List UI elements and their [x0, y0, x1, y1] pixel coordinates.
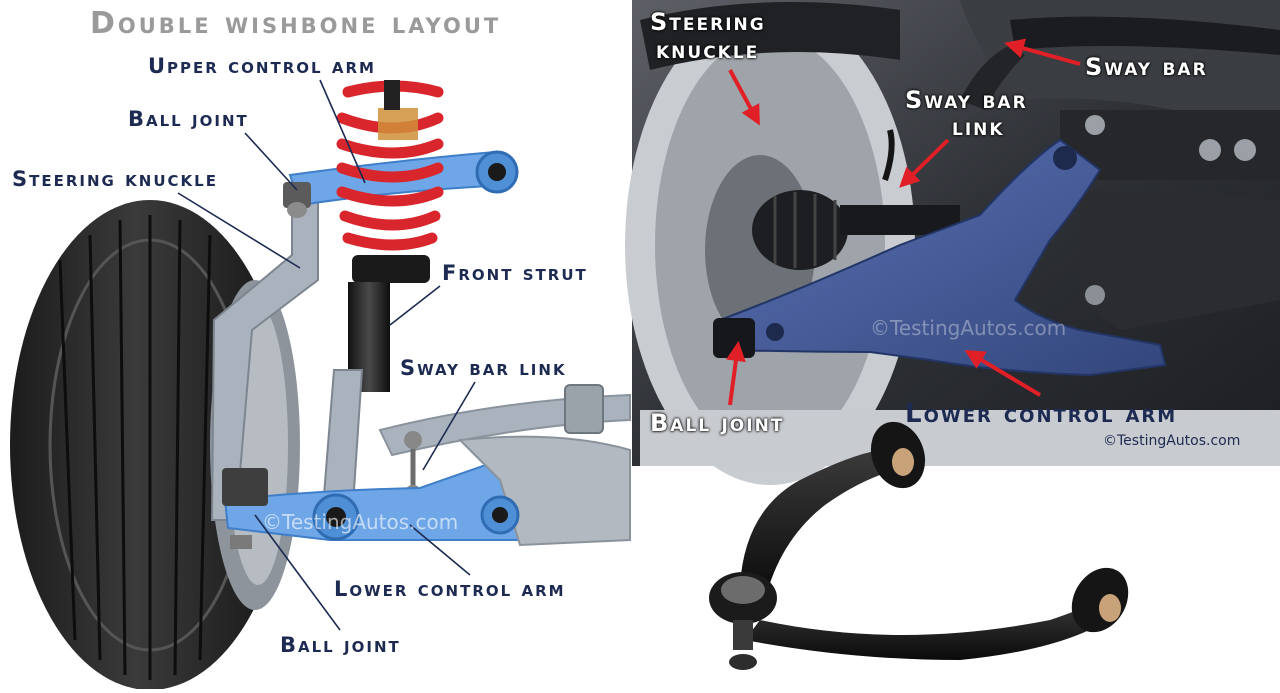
diagram-title: Double wishbone layout — [90, 6, 502, 41]
photo-label-steering: Steering — [650, 8, 766, 36]
label-lower-control-arm: Lower control arm — [334, 577, 566, 601]
arrow-lower-control-arm — [964, 349, 1042, 397]
lower-control-arm-shape — [223, 435, 631, 547]
ball-joint-lower — [222, 468, 268, 549]
leader-front-strut — [389, 285, 441, 326]
photo-label-lower-control-arm: Lower control arm — [905, 399, 1178, 429]
photo-watermark: ©TestingAutos.com — [1103, 433, 1241, 449]
leader-ball-joint-top — [244, 132, 298, 191]
photo-label-ball-joint: Ball joint — [650, 409, 785, 437]
photo-arrows — [725, 38, 1081, 406]
leader-lines-left — [177, 79, 476, 631]
leader-steering-knuckle — [177, 192, 301, 269]
arrow-steering-knuckle — [728, 69, 760, 126]
leader-lower-control-arm — [409, 524, 471, 576]
sway-bar-link-photo — [882, 129, 895, 181]
photo-panel — [625, 0, 1280, 485]
photo-label-knuckle: knuckle — [656, 36, 760, 64]
ball-joint-upper — [283, 182, 311, 218]
photo-label-sway-bar-link-2: link — [952, 113, 1005, 141]
label-front-strut: Front strut — [442, 261, 588, 285]
label-ball-joint-top: Ball joint — [128, 107, 249, 131]
ball-joint-photo — [713, 318, 755, 358]
label-steering-knuckle: Steering knuckle — [12, 167, 218, 191]
arrow-sway-bar — [1004, 38, 1081, 66]
upper-control-arm-part — [709, 421, 1129, 670]
leader-ball-joint-bottom — [254, 514, 341, 631]
label-upper-control-arm: Upper control arm — [148, 54, 376, 78]
leader-upper-control-arm — [319, 79, 366, 184]
arrow-ball-joint — [725, 341, 746, 406]
arrow-sway-bar-link — [899, 138, 950, 188]
label-sway-bar-link: Sway bar link — [400, 356, 567, 380]
front-strut-shape — [320, 80, 430, 521]
cv-boot — [752, 190, 960, 270]
photo-label-sway-bar-link-1: Sway bar — [905, 86, 1028, 114]
photo-center-watermark: ©TestingAutos.com — [870, 316, 1067, 340]
lower-control-arm-photo — [718, 138, 1167, 377]
diagram-watermark: ©TestingAutos.com — [262, 510, 459, 534]
photo-label-sway-bar: Sway bar — [1085, 53, 1208, 81]
leader-sway-bar-link — [422, 381, 476, 471]
label-ball-joint-bottom: Ball joint — [280, 633, 401, 657]
